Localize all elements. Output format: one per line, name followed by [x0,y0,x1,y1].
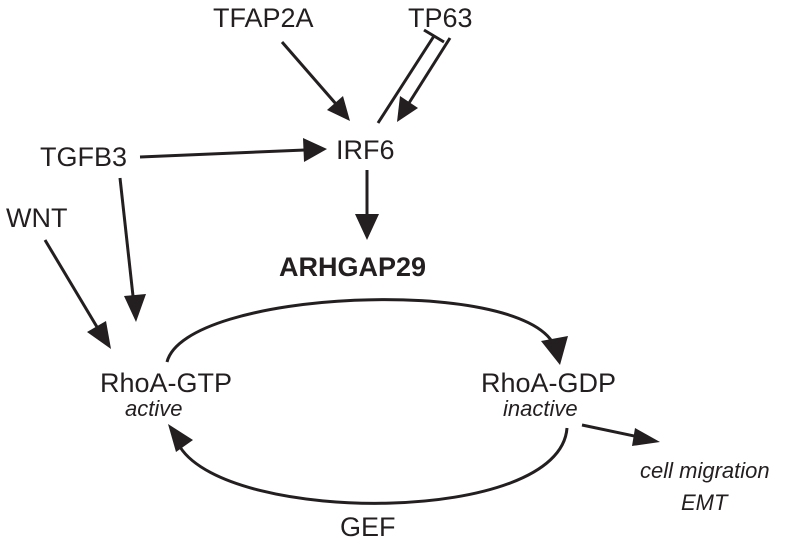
node-wnt: WNT [6,203,67,233]
node-outcome-emt: EMT [681,490,729,515]
node-arhgap29: ARHGAP29 [279,252,426,282]
edge-irf6-inhibits-tp63 [376,28,445,124]
node-tp63: TP63 [408,3,473,33]
node-outcome-cell-migration: cell migration [640,458,770,483]
node-irf6: IRF6 [336,135,395,165]
edge-tgfb3-irf6 [139,138,327,162]
node-tgfb3: TGFB3 [40,142,127,172]
node-rhoa-gtp-state: active [125,396,182,421]
edge-gtp-to-gdp-arc [165,298,568,365]
edge-irf6-arhgap29 [355,170,379,240]
node-rhoa-gdp: RhoA-GDP [481,368,616,398]
edge-tp63-irf6 [397,37,452,122]
node-tfap2a: TFAP2A [213,3,314,33]
node-rhoa-gtp: RhoA-GTP [100,368,232,398]
node-gef: GEF [340,512,396,542]
node-rhoa-gdp-state: inactive [503,396,578,421]
edge-tfap2a-irf6 [280,41,350,121]
edge-wnt-rhoa-gtp [43,239,111,349]
edge-gdp-to-outcome [581,423,660,446]
edge-tgfb3-rhoa-gtp [118,177,146,322]
edge-gdp-to-gtp-arc [168,424,569,505]
